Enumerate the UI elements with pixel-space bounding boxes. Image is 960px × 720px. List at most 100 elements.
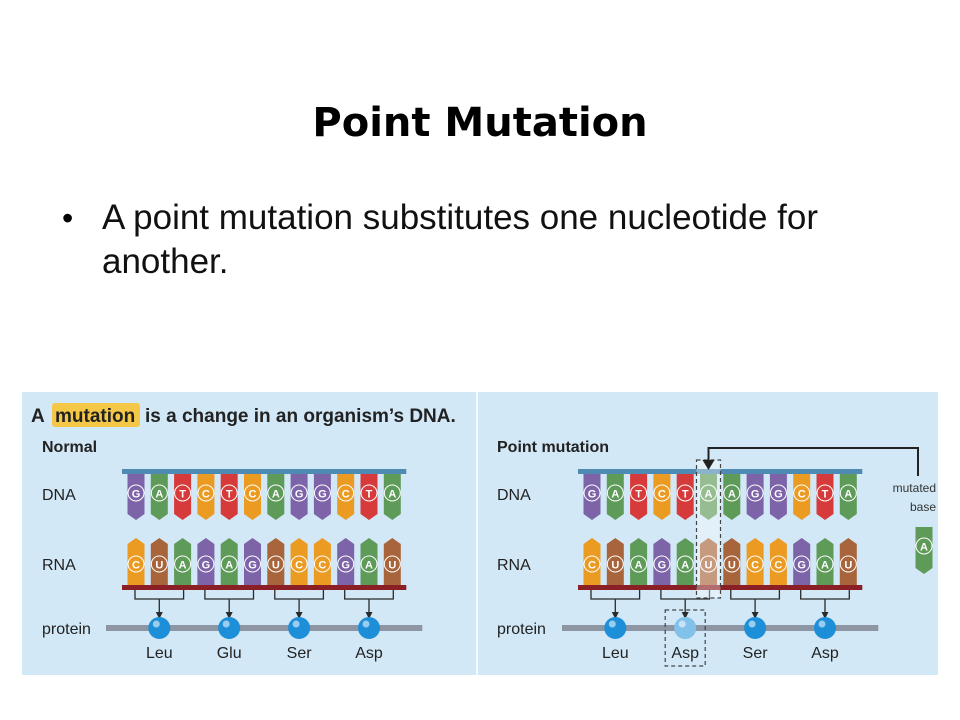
mutation-rna-base-letter: A <box>681 560 689 572</box>
normal-dna-base-letter: T <box>226 489 233 501</box>
normal-codon-arrow-head <box>225 612 233 619</box>
normal-rna-backbone <box>122 585 407 590</box>
normal-dna-base-badge <box>174 484 192 502</box>
slide-title: Point Mutation <box>312 100 648 146</box>
mutation-dna-base-badge <box>816 484 834 502</box>
normal-amino-acid <box>218 617 241 639</box>
mutation-dna-base-badge <box>793 484 811 502</box>
mutation-dna-base-letter: G <box>774 489 783 501</box>
callout-mutated-base-badge <box>915 537 933 555</box>
mutation-amino-acid-label: Ser <box>743 645 769 662</box>
normal-rna-base-badge <box>290 555 308 573</box>
mutation-dna-base-letter: T <box>635 489 642 501</box>
mutation-rna-base-badge <box>839 555 857 573</box>
mutation-codon-arrow-head <box>611 612 619 619</box>
mutation-protein-chain <box>562 625 879 631</box>
normal-dna-base-letter: G <box>318 489 327 501</box>
normal-amino-acid <box>358 617 380 639</box>
mutation-rna-base-badge <box>746 555 764 573</box>
normal-dna-base-badge <box>220 484 238 502</box>
bullet-text: A point mutation substitutes one nucleot… <box>102 198 819 281</box>
normal-rna-base-letter: A <box>225 560 233 572</box>
normal-amino-acid-shine <box>152 620 160 628</box>
normal-codon-arrow-head <box>365 612 373 619</box>
mutation-dna-base-badge <box>700 484 717 502</box>
normal-dna-base-letter: T <box>179 489 186 501</box>
mutation-rna-label: RNA <box>497 557 531 574</box>
mutation-amino-acid-shine <box>748 620 756 628</box>
normal-rna-base-badge <box>220 555 238 573</box>
mutation-dna-label: DNA <box>497 487 531 504</box>
normal-dna-base-letter: A <box>155 489 163 501</box>
normal-protein-chain <box>106 625 423 631</box>
normal-dna-base-letter: A <box>388 489 396 501</box>
mutation-rna-base-badge <box>816 555 834 573</box>
normal-rna-base-badge <box>383 555 401 573</box>
mutation-protein-label: protein <box>497 621 546 638</box>
normal-rna-label: RNA <box>42 557 76 574</box>
normal-dna-backbone <box>122 469 407 474</box>
normal-dna-base-letter: A <box>272 489 280 501</box>
mutation-dna-base-badge <box>630 484 648 502</box>
normal-amino-acid <box>148 617 171 639</box>
mutation-rna-backbone <box>578 585 863 590</box>
normal-rna-base-badge <box>150 555 168 573</box>
normal-dna-base-letter: G <box>295 489 304 501</box>
mutation-diagram: A mutation is a change in an organism’s … <box>22 392 938 675</box>
mutation-amino-acid-shine <box>818 620 826 628</box>
mutation-amino-acid-label: Asp <box>671 645 699 662</box>
mutation-dna-base-badge <box>839 484 857 502</box>
mutation-dna-base-letter: T <box>822 489 829 501</box>
normal-dna-base-badge <box>127 484 145 502</box>
mutation-rna-base-badge <box>700 555 717 573</box>
mutation-rna-base-letter: C <box>588 560 596 572</box>
normal-rna-base-letter: A <box>179 560 187 572</box>
mutation-rna-base-badge <box>793 555 811 573</box>
mutated-amino-acid-fade <box>674 617 697 639</box>
mutation-rna-base-letter: A <box>635 560 643 572</box>
mutation-rna-base-letter: G <box>658 560 667 572</box>
mutation-dna-base-badge <box>723 484 741 502</box>
normal-rna-base-letter: C <box>132 560 140 572</box>
normal-rna-base-letter: G <box>248 560 257 572</box>
normal-rna-base-letter: A <box>365 560 373 572</box>
normal-amino-acid-label: Glu <box>217 645 242 662</box>
mutation-dna-base-letter: A <box>844 489 852 501</box>
normal-rna-base-badge <box>313 555 331 573</box>
mutation-panel-title: Point mutation <box>497 439 609 456</box>
normal-rna-base-badge <box>197 555 215 573</box>
mutation-rna-base-letter: C <box>774 560 782 572</box>
normal-amino-acid-label: Leu <box>146 645 173 662</box>
normal-dna-base-letter: C <box>342 489 350 501</box>
normal-amino-acid-shine <box>362 620 370 628</box>
normal-dna-base-letter: C <box>249 489 257 501</box>
mutation-dna-base-badge <box>746 484 764 502</box>
normal-panel-title: Normal <box>42 439 97 456</box>
normal-dna-base-badge <box>337 484 355 502</box>
mutation-amino-acid-label: Leu <box>602 645 629 662</box>
normal-protein-label: protein <box>42 621 91 638</box>
normal-dna-base-badge <box>360 484 378 502</box>
normal-dna-base-badge <box>150 484 168 502</box>
normal-dna-base-badge <box>244 484 261 502</box>
mutation-amino-acid-label: Asp <box>811 645 839 662</box>
mutation-rna-base-badge <box>676 555 694 573</box>
mutation-rna-base-letter: U <box>728 560 736 572</box>
normal-dna-label: DNA <box>42 487 76 504</box>
mutation-dna-base-badge <box>676 484 694 502</box>
mutated-amino-acid-dashed-box <box>664 609 706 667</box>
mutation-rna-base-letter: U <box>844 560 852 572</box>
mutation-rna-base-badge <box>769 555 787 573</box>
normal-rna-base-badge <box>360 555 378 573</box>
normal-rna-base-letter: U <box>388 560 396 572</box>
normal-rna-base-letter: G <box>341 560 350 572</box>
mutation-dna-base-letter: A <box>611 489 619 501</box>
callout-arrow-line <box>707 447 919 476</box>
normal-dna-base-badge <box>313 484 331 502</box>
callout-label-line1: mutated <box>893 481 936 495</box>
normal-rna-base-badge <box>174 555 192 573</box>
bullet-item: • A point mutation substitutes one nucle… <box>62 196 922 284</box>
mutation-rna-base-letter: C <box>751 560 759 572</box>
mutation-dna-base-letter: T <box>682 489 689 501</box>
heading-suffix: is a change in an organism’s DNA. <box>145 406 456 427</box>
